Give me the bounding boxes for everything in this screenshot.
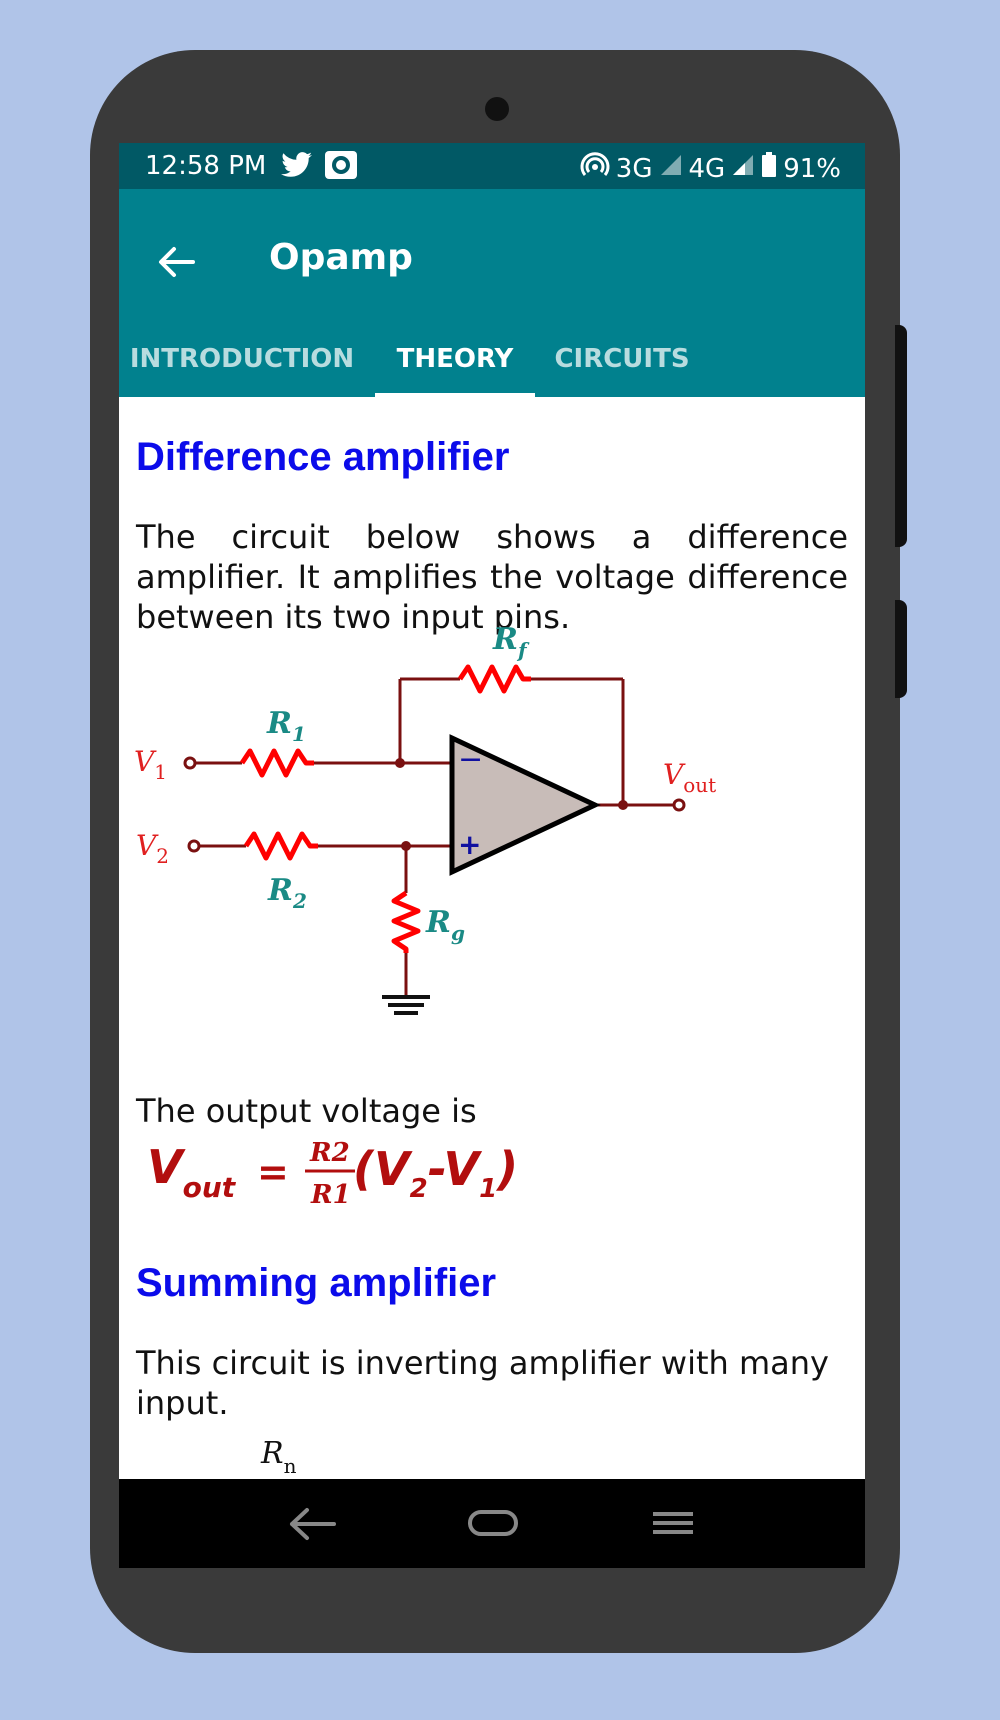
output-voltage-formula: Vout = R2 R1 (V2-V1) — [147, 1138, 518, 1210]
nav-back-icon[interactable] — [287, 1507, 337, 1545]
rn-label: R — [260, 1436, 284, 1471]
tab-introduction[interactable]: INTRODUCTION — [127, 329, 357, 397]
formula-out-subscript: out — [183, 1171, 237, 1204]
formula-paren-v2: (V — [353, 1142, 413, 1196]
v1-label: V — [134, 745, 157, 778]
noninverting-sign: + — [458, 828, 481, 861]
system-nav-bar — [119, 1479, 865, 1568]
rf-subscript: f — [516, 638, 530, 662]
volume-button — [895, 325, 907, 547]
tab-circuits[interactable]: CIRCUITS — [547, 329, 697, 397]
network-4g-label: 4G — [688, 153, 726, 184]
battery-icon — [761, 152, 777, 185]
v1-subscript: 1 — [154, 760, 167, 784]
signal-icon — [659, 153, 683, 184]
formula-paren-close: ) — [495, 1142, 518, 1196]
app-bar: Opamp INTRODUCTION THEORY CIRCUITS — [119, 189, 865, 397]
tab-label: INTRODUCTION — [129, 344, 355, 374]
vout-label: V — [663, 758, 686, 791]
rg-label: R — [425, 905, 451, 940]
nav-home-icon[interactable] — [467, 1509, 519, 1541]
svg-text:R2: R2 — [267, 873, 307, 913]
nav-recents-icon[interactable] — [651, 1509, 695, 1541]
screen: 12:58 PM 3G 4G 91% — [119, 143, 865, 1568]
battery-percent: 91% — [783, 153, 841, 184]
svg-text:Rn: Rn — [260, 1436, 297, 1478]
vout-subscript: out — [683, 773, 716, 797]
formula-equals: = — [257, 1150, 289, 1194]
formula-v2-subscript: 2 — [410, 1174, 428, 1204]
section-heading: Summing amplifier — [136, 1261, 497, 1305]
output-voltage-text: The output voltage is — [136, 1092, 477, 1130]
inverting-sign: − — [458, 742, 483, 777]
tab-bar: INTRODUCTION THEORY CIRCUITS — [119, 329, 865, 397]
r2-subscript: 2 — [292, 889, 307, 913]
r1-label: R — [266, 706, 292, 741]
formula-numerator: R2 — [309, 1138, 350, 1168]
r2-label: R — [267, 873, 293, 908]
page-title: Opamp — [269, 237, 413, 278]
twitter-icon — [281, 151, 313, 186]
screen-record-icon — [324, 150, 358, 187]
section-paragraph: The circuit below shows a difference amp… — [136, 518, 848, 636]
network-3g-label: 3G — [615, 153, 653, 184]
r1-subscript: 1 — [292, 722, 306, 746]
rg-subscript: g — [451, 921, 465, 945]
summing-amplifier-diagram-partial: Rn — [260, 1436, 297, 1478]
svg-text:(V2-V1): (V2-V1) — [353, 1142, 518, 1204]
formula-v: V — [147, 1140, 186, 1194]
status-bar: 12:58 PM 3G 4G 91% — [119, 143, 865, 189]
front-camera — [485, 97, 509, 121]
signal-icon — [731, 153, 755, 184]
status-time: 12:58 PM — [145, 151, 267, 181]
content-scroll[interactable]: Difference amplifier The circuit below s… — [119, 397, 865, 1479]
svg-text:R1: R1 — [266, 706, 306, 746]
tab-label: THEORY — [396, 344, 514, 374]
svg-text:V1: V1 — [134, 745, 167, 784]
svg-text:Rf: Rf — [492, 627, 530, 662]
svg-text:Rg: Rg — [425, 905, 465, 945]
hotspot-icon — [580, 151, 610, 186]
svg-text:V2: V2 — [136, 829, 169, 868]
formula-denominator: R1 — [310, 1180, 351, 1210]
rn-subscript: n — [284, 1454, 297, 1478]
formula-minus-v1: -V — [428, 1142, 483, 1196]
svg-text:Vout: Vout — [663, 758, 716, 797]
section-paragraph: This circuit is inverting amplifier with… — [136, 1344, 829, 1422]
v2-subscript: 2 — [156, 844, 169, 868]
back-arrow-icon[interactable] — [157, 245, 197, 283]
power-button — [895, 600, 907, 698]
tab-theory[interactable]: THEORY — [375, 329, 535, 397]
v2-label: V — [136, 829, 159, 862]
tab-label: CIRCUITS — [554, 344, 690, 374]
section-heading: Difference amplifier — [136, 435, 510, 479]
formula-v1-subscript: 1 — [479, 1174, 497, 1204]
difference-amplifier-diagram: − + Rf R1 R2 Rg V1 V2 Vout — [134, 627, 716, 1015]
rf-label: R — [492, 627, 518, 657]
status-right: 3G 4G 91% — [580, 151, 841, 186]
svg-text:Vout: Vout — [147, 1140, 237, 1204]
